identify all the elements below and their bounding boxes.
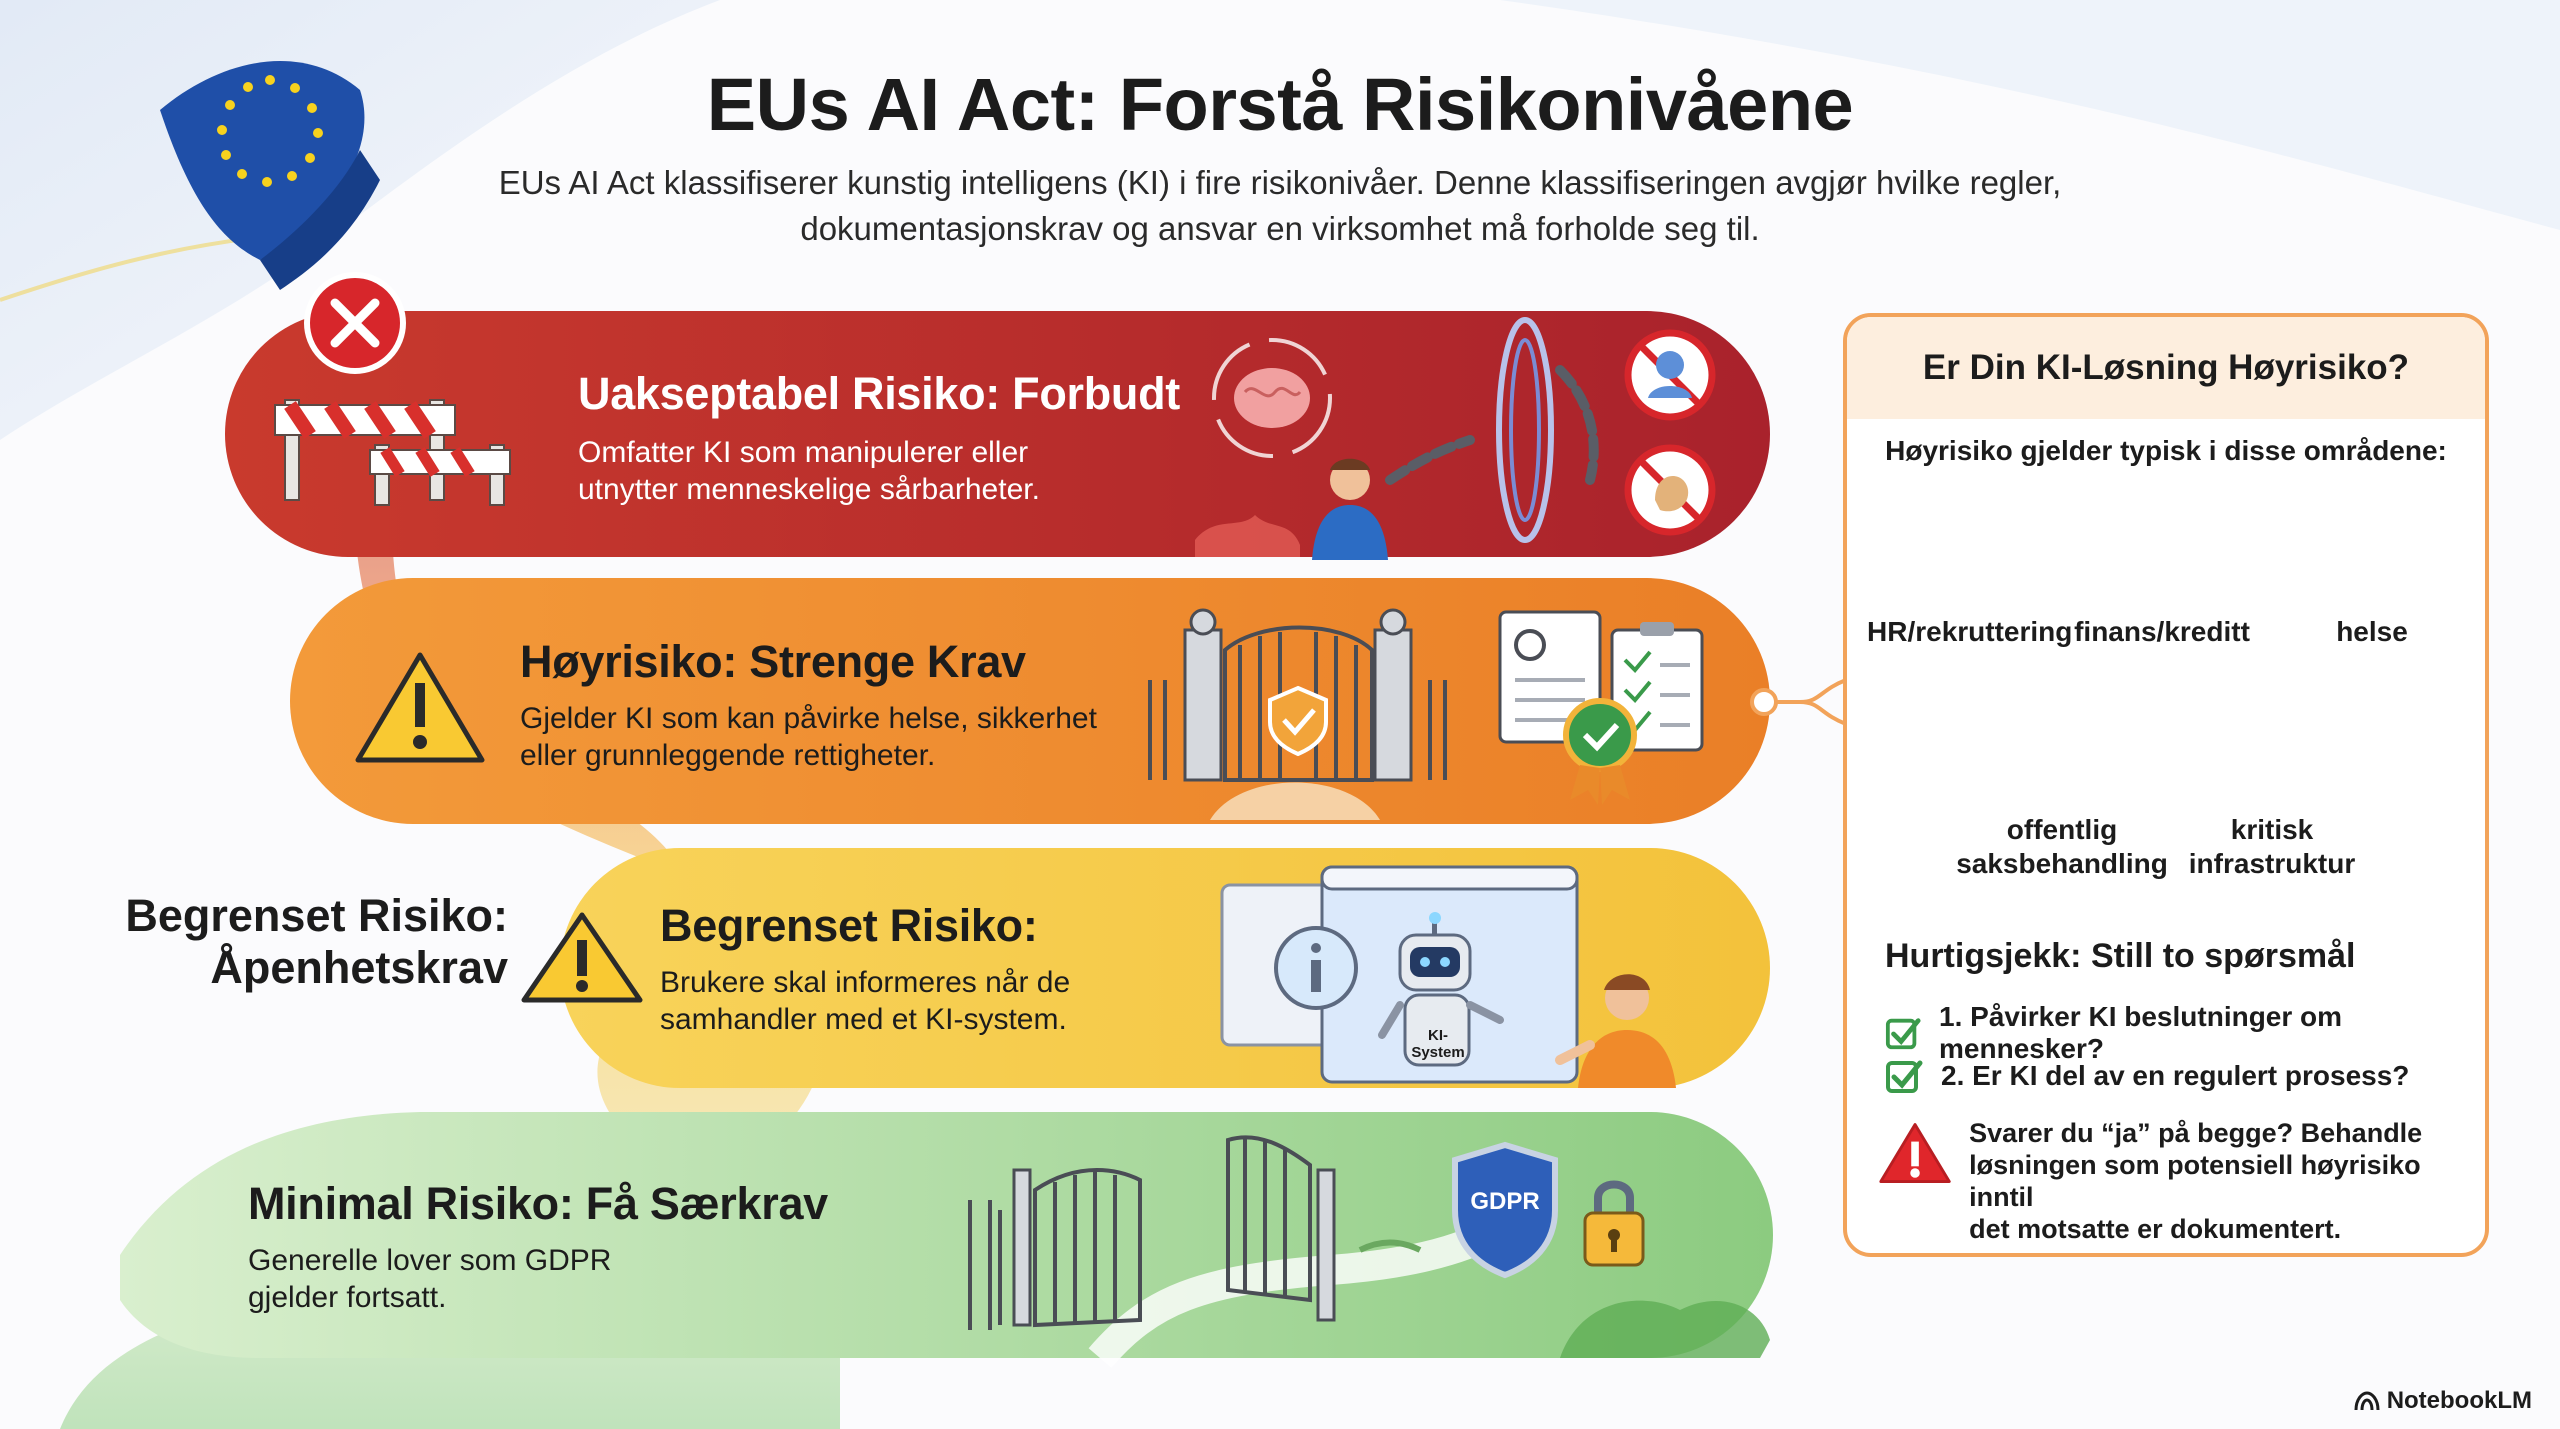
person-icon [1312, 458, 1388, 560]
eu-stars [217, 75, 323, 187]
no-manipulation-icon [1624, 329, 1716, 421]
gated-fence-icon [1148, 608, 1447, 820]
level-minimal-desc: Generelle lover som GDPR gjelder fortsat… [248, 1244, 612, 1314]
warning-triangle-icon [355, 652, 485, 763]
area-hr: HR/rekruttering [1867, 616, 2073, 647]
question-1: 1. Påvirker KI beslutninger om mennesker… [1885, 1001, 2485, 1065]
high-risk-check-panel: Er Din KI-Løsning Høyrisiko? Høyrisiko g… [1843, 313, 2489, 1257]
level-limited-title: Begrenset Risiko: [660, 900, 1038, 951]
gdpr-label: GDPR [1470, 1188, 1540, 1215]
checkbox-checked-icon [1886, 1060, 1923, 1093]
level-unacceptable-desc: Omfatter KI som manipulerer eller utnytt… [578, 436, 1040, 506]
red-warning-icon [1879, 1123, 1951, 1183]
brain-manipulation-icon [1212, 338, 1332, 458]
area-health: helse [2336, 616, 2408, 647]
level-unacceptable-title: Uakseptabel Risiko: Forbudt [578, 368, 1180, 419]
panel-warning: Svarer du “ja” på begge? Behandle løsnin… [1877, 1117, 2467, 1245]
level-high-title: Høyrisiko: Strenge Krav [520, 636, 1026, 687]
warning-triangle-icon-2 [521, 912, 643, 1003]
gdpr-shield-icon [1452, 1141, 1558, 1279]
quick-check-title: Hurtigsjekk: Still to spørsmål [1885, 937, 2356, 975]
robot-label: KI- System [1411, 1027, 1465, 1061]
panel-title: Er Din KI-Løsning Høyrisiko? [1847, 317, 2485, 419]
checkbox-checked-icon [1885, 1018, 1921, 1050]
minimal-risk-band [120, 1112, 1773, 1358]
level-high-desc: Gjelder KI som kan påvirke helse, sikker… [520, 702, 1097, 772]
robot-icon [1378, 912, 1504, 1067]
padlock-icon [1583, 1180, 1645, 1267]
unacceptable-risk-band [225, 311, 1770, 557]
page-title: EUs AI Act: Forstå Risikonivåene [706, 63, 1854, 146]
notebooklm-logo-icon [2354, 1391, 2380, 1411]
person-icon-2 [1555, 974, 1676, 1088]
limited-risk-side-label: Begrenset Risiko: Åpenhetskrav [125, 890, 508, 993]
no-exploitation-icon [1624, 444, 1716, 536]
barrier-icon [274, 272, 511, 506]
question-2: 2. Er KI del av en regulert prosess? [1885, 1057, 2409, 1095]
level-limited-desc: Brukere skal informeres når de samhandle… [660, 966, 1071, 1036]
page-subtitle: EUs AI Act klassifiserer kunstig intelli… [498, 164, 2062, 247]
brand-label: NotebookLM [2353, 1387, 2532, 1415]
compliance-documents-icon [1498, 610, 1704, 805]
level-minimal-title: Minimal Risiko: Få Særkrav [248, 1178, 828, 1229]
panel-subtitle: Høyrisiko gjelder typisk i disse områden… [1885, 435, 2447, 466]
area-finance: finans/kreditt [2074, 616, 2250, 647]
broken-chain-icon [1385, 317, 1599, 543]
